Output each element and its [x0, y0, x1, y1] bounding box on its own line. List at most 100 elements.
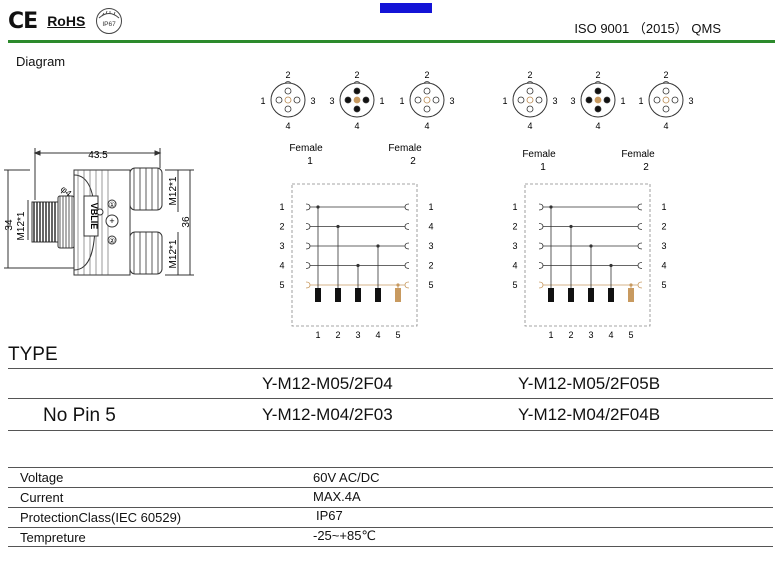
pin-contact: [594, 87, 602, 95]
terminal-block: [568, 288, 574, 302]
wire-junction: [396, 283, 400, 287]
terminal-block: [608, 288, 614, 302]
spec-rule-3: [8, 527, 773, 528]
terminal-block: [628, 288, 634, 302]
left-socket-symbol: [305, 203, 311, 211]
pin-number-label: 1: [379, 96, 384, 106]
pin-contact: [353, 105, 361, 113]
pin-number-label: 4: [354, 121, 359, 131]
terminal-block: [355, 288, 361, 302]
type-title: TYPE: [8, 344, 58, 365]
type-row2-col1: Y-M12-M04/2F03: [262, 405, 393, 424]
right-socket-symbol: [404, 203, 410, 211]
pin-number-label: 1: [502, 96, 507, 106]
pin-contact: [353, 87, 361, 95]
spec-protection-value: IP67: [316, 508, 343, 523]
pin-contact: [603, 96, 611, 104]
bottom-pin-label: 3: [355, 330, 360, 340]
connector-dimension-drawing: [4, 148, 194, 276]
right-pin-label: 1: [661, 202, 666, 212]
center-pin-contact: [353, 96, 361, 104]
width-dimension-label: 43.5: [88, 150, 108, 161]
female-label-left-1-title: Female: [289, 143, 323, 154]
pin-contact: [662, 105, 670, 113]
female-label-right-1-num: 1: [540, 162, 546, 173]
left-socket-symbol: [538, 203, 544, 211]
wire-junction: [376, 244, 380, 248]
header-blue-bar: [380, 3, 432, 13]
bottom-pin-label: 3: [588, 330, 593, 340]
pin-number-label: 3: [552, 96, 557, 106]
left-socket-symbol: [305, 223, 311, 230]
pin-contact: [275, 96, 283, 104]
pin-contact: [594, 105, 602, 113]
key-notch: [353, 81, 361, 84]
pin-contact: [414, 96, 422, 104]
left-pin-label: 1: [512, 202, 517, 212]
right-pin-label: 5: [661, 280, 666, 290]
left-pin-label: 4: [512, 261, 517, 271]
ip67-badge-text: IP67: [103, 21, 117, 28]
left-pin-label: 2: [512, 222, 517, 232]
female-label-right-2-num: 2: [643, 162, 649, 173]
center-pin-contact: [594, 96, 602, 104]
pin-number-label: 2: [663, 70, 668, 80]
pin-number-label: 1: [399, 96, 404, 106]
pin-contact: [284, 105, 292, 113]
terminal-block: [395, 288, 401, 302]
female-label-left-2-num: 2: [410, 156, 416, 167]
pin-number-label: 2: [595, 70, 600, 80]
wire-junction: [356, 263, 360, 268]
left-pin-label: 5: [512, 280, 517, 290]
pin-number-label: 3: [570, 96, 575, 106]
pin-contact: [526, 87, 534, 95]
pin-number-label: 1: [620, 96, 625, 106]
right-socket-symbol: [404, 281, 410, 289]
spec-protection-name: ProtectionClass(IEC 60529): [20, 510, 182, 525]
right-socket-symbol: [404, 262, 410, 269]
bottom-pin-label: 4: [375, 330, 380, 340]
wire-junction: [629, 283, 633, 287]
thread-dimension-label: M12*1: [16, 211, 27, 240]
ip67-badge-icon: IP67: [96, 8, 123, 34]
diagram-label: Diagram: [16, 54, 66, 69]
right-pin-label: 3: [428, 241, 433, 251]
spec-temperature-value: -25~+85℃: [313, 528, 377, 543]
brand-label: VBLIE: [89, 203, 99, 230]
pin-number-label: 4: [663, 121, 668, 131]
left-socket-symbol: [538, 262, 544, 269]
left-pin-label: 1: [279, 202, 284, 212]
type-row1-col1: Y-M12-M05/2F04: [262, 374, 393, 393]
port2-label: ②: [109, 238, 115, 245]
pin-contact: [344, 96, 352, 104]
header-divider: [8, 40, 775, 43]
pin-number-label: 3: [449, 96, 454, 106]
terminal-block: [335, 288, 341, 302]
pin-contact: [535, 96, 543, 104]
type-rule-3: [8, 430, 773, 431]
type-rule-2: [8, 398, 773, 399]
pin-number-label: 1: [260, 96, 265, 106]
terminal-block: [375, 288, 381, 302]
terminal-block: [588, 288, 594, 302]
bottom-pin-label: 1: [548, 330, 553, 340]
wire-junction: [336, 224, 340, 229]
right-pin-label: 4: [428, 222, 433, 232]
pin-contact: [293, 96, 301, 104]
key-notch: [662, 81, 670, 84]
female-label-left-2-title: Female: [388, 143, 422, 154]
pin-contact: [362, 96, 370, 104]
left-socket-symbol: [305, 262, 311, 269]
right-height-dimension-label: 36: [181, 216, 192, 228]
center-pin-contact: [526, 96, 534, 104]
pin-number-label: 2: [424, 70, 429, 80]
bottom-pin-label: 4: [608, 330, 613, 340]
technical-drawing: 43.5 34 M12*1 36 M12*1 M12*1 φ4 VBLIE ① …: [4, 70, 694, 340]
bottom-pin-label: 5: [628, 330, 633, 340]
left-pin-label: 5: [279, 280, 284, 290]
key-notch: [284, 81, 292, 84]
